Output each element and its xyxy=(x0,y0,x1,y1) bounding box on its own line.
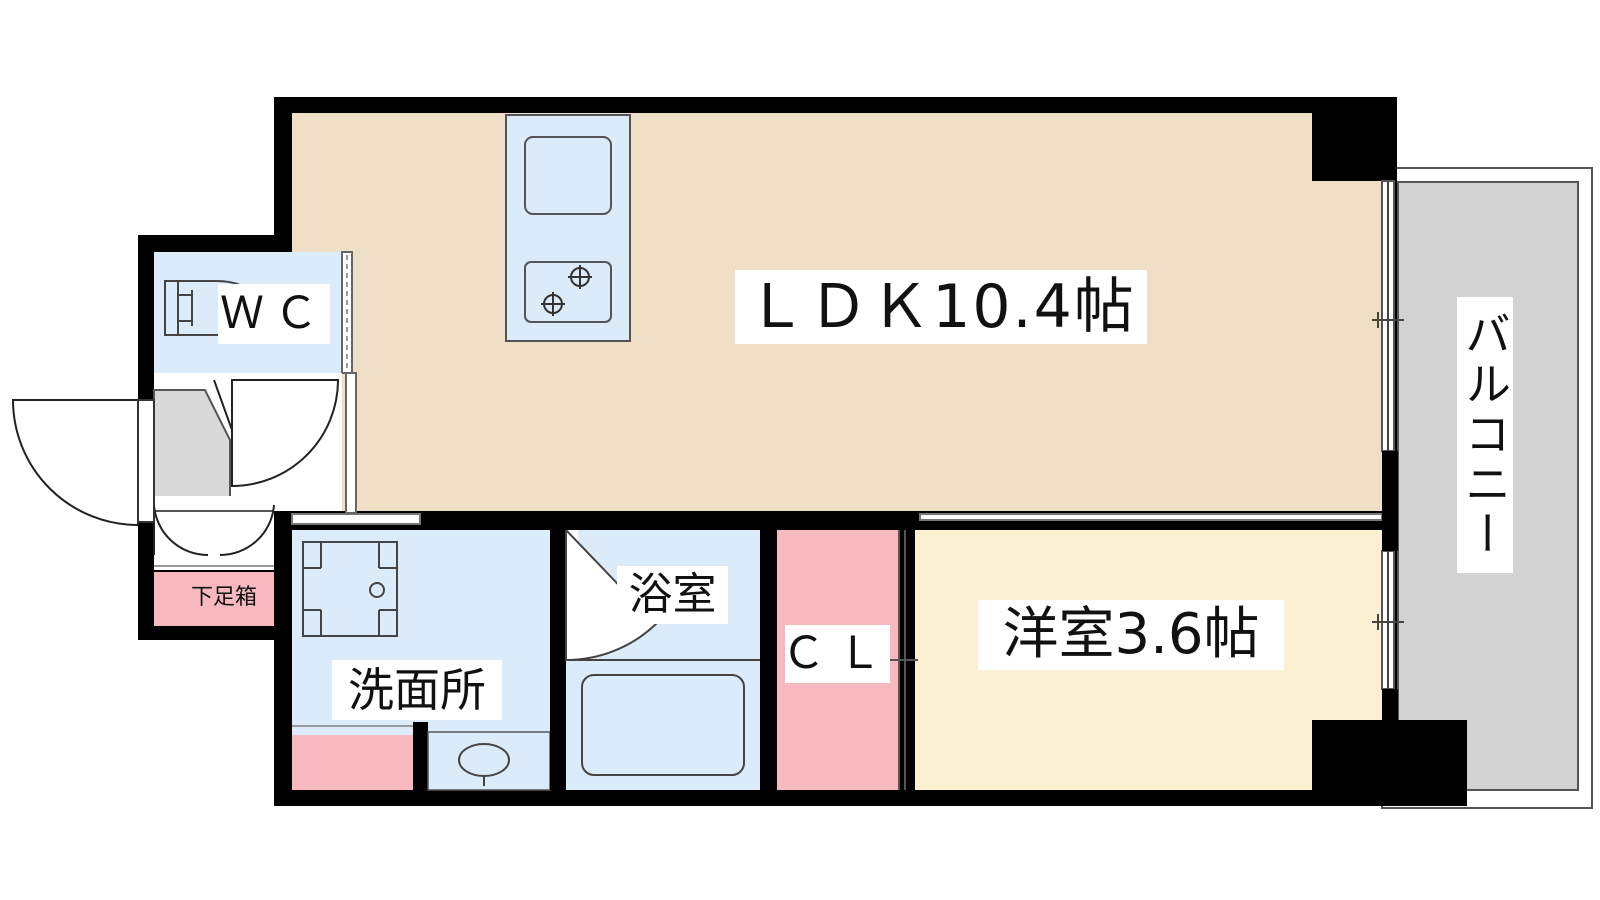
western-room-label: 洋室3.6帖 xyxy=(978,600,1284,670)
shoe-box xyxy=(154,572,274,626)
bathroom-label: 浴室 xyxy=(617,566,728,624)
balcony xyxy=(1381,167,1593,809)
kitchen-counter xyxy=(505,114,631,342)
wc-label: ＷＣ xyxy=(218,284,330,344)
washroom-label: 洗面所 xyxy=(332,660,502,720)
closet-label: ＣＬ xyxy=(782,625,890,683)
balcony-label: バルコニー xyxy=(1457,297,1513,573)
sink-icon xyxy=(458,743,510,786)
shoe-box-label: 下足箱 xyxy=(190,585,257,610)
ldk-label: ＬＤＫ10.4帖 xyxy=(735,270,1147,344)
stove-burner-icon xyxy=(541,265,592,316)
